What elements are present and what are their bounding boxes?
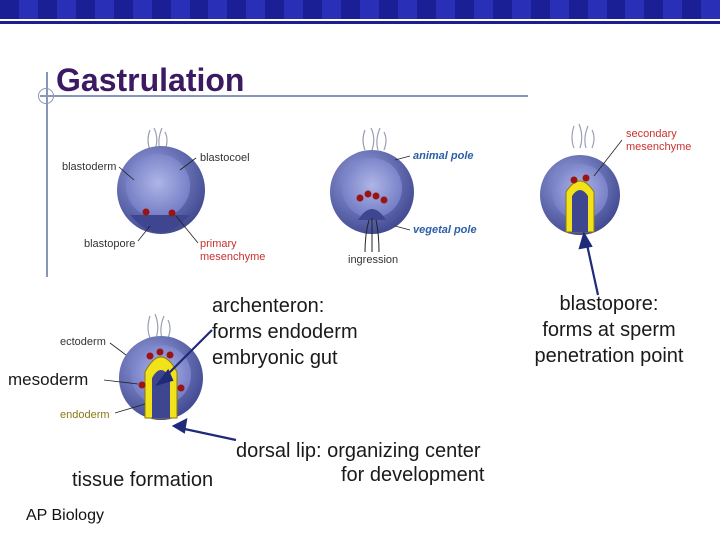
blastocoel-cavity [342, 158, 402, 218]
header-checker-cell [701, 0, 720, 19]
header-stripe [0, 19, 720, 21]
title-rule [40, 95, 528, 97]
header-bar [0, 0, 720, 24]
title-vertical-rule [46, 72, 48, 277]
header-checker-cell [454, 0, 474, 19]
embryo-ingression [330, 127, 414, 253]
blastopore-annotation: blastopore: forms at sperm penetration p… [516, 291, 702, 369]
blastocoel-cavity [126, 154, 190, 218]
label-ectoderm: ectoderm [60, 336, 106, 348]
label-secondary-mesenchyme: secondary mesenchyme [626, 128, 692, 153]
mesenchyme-cell [582, 174, 590, 182]
embryo-gastrula [540, 123, 623, 235]
archenteron-arrow [161, 329, 213, 381]
header-checker-cell [682, 0, 702, 19]
arrowhead-icon [171, 418, 188, 434]
header-checker-cell [37, 0, 57, 19]
header-checker-cell [75, 0, 95, 19]
archenteron-line-2: forms endoderm [212, 321, 358, 343]
ingression-arrow-icon [364, 218, 380, 253]
arrowhead-icon [155, 368, 174, 386]
header-checker-cell [265, 0, 285, 19]
header-checker-cell [435, 0, 455, 19]
blastopore-line-3: penetration point [534, 345, 684, 367]
mesenchyme-cell [380, 196, 388, 204]
header-checker-cell [511, 0, 531, 19]
cilia-icon [362, 127, 387, 151]
label-blastocoel: blastocoel [200, 152, 250, 164]
header-checker-cell [587, 0, 607, 19]
archenteron-line-3: embryonic gut [212, 347, 338, 369]
header-checker-cell [492, 0, 512, 19]
header-checker-cell [18, 0, 38, 19]
mesenchyme-cell [364, 190, 372, 198]
header-checker-cell [663, 0, 683, 19]
header-checker-cell [246, 0, 266, 19]
header-checker-cell [0, 0, 19, 19]
header-checker-cell [170, 0, 190, 19]
cilia-icon [571, 123, 595, 149]
mesoderm-cell [138, 381, 146, 389]
header-checker-cell [132, 0, 152, 19]
header-checker-cell [398, 0, 417, 19]
header-checker-cell [606, 0, 626, 19]
embryo-germ-layers [103, 313, 203, 420]
dorsal-lip-line-2: for development [341, 464, 485, 486]
dorsal-lip-line-1: dorsal lip: organizing center [236, 440, 481, 462]
archenteron-annotation: archenteron: forms endoderm embryonic gu… [212, 293, 358, 371]
header-checker-cell [416, 0, 436, 19]
header-checker-cell [549, 0, 569, 19]
embryo-blastula [117, 127, 205, 244]
header-checker-cell [322, 0, 342, 19]
header-checker-cell [379, 0, 399, 19]
header-checker-cell [341, 0, 361, 19]
tissue-formation-label: tissue formation [72, 469, 214, 491]
blastopore-line-1: blastopore: [559, 293, 659, 315]
label-mesoderm: mesoderm [8, 370, 89, 389]
mesenchyme-cell [356, 194, 364, 202]
header-checker-cell [568, 0, 588, 19]
mesenchyme-cell [372, 192, 380, 200]
header-checker-cell [473, 0, 493, 19]
label-primary-mesenchyme: primary mesenchyme [200, 238, 266, 263]
header-checker-cell [113, 0, 133, 19]
slide-title: Gastrulation [56, 62, 245, 98]
label-blastoderm: blastoderm [62, 161, 117, 173]
header-checker-cell [644, 0, 664, 19]
blastopore-arrow [584, 239, 600, 296]
header-checker-cell [94, 0, 114, 19]
arrowhead-icon [578, 231, 593, 250]
blastopore-line-2: forms at sperm [542, 319, 676, 341]
footer-ap-biology: AP Biology [26, 507, 104, 524]
header-checker-cell [284, 0, 304, 19]
archenteron-line-1: archenteron: [212, 295, 325, 317]
mesoderm-cell [177, 384, 185, 392]
crosshair-icon [38, 88, 54, 104]
mesenchyme-cell [570, 176, 578, 184]
cilia-icon [147, 313, 171, 339]
mesoderm-cell [146, 352, 154, 360]
header-checker-cell [189, 0, 209, 19]
dorsal-lip-arrow [179, 426, 237, 442]
header-checker-cell [151, 0, 171, 19]
annotation-arrows [155, 231, 600, 442]
mesoderm-cell [156, 348, 164, 356]
header-checker-pattern [0, 0, 720, 19]
header-checker-cell [530, 0, 550, 19]
header-checker-cell [625, 0, 645, 19]
label-animal-pole: animal pole [413, 150, 474, 162]
header-checker-cell [208, 0, 228, 19]
label-blastopore: blastopore [84, 238, 136, 250]
mesoderm-cell [166, 351, 174, 359]
header-checker-cell [227, 0, 247, 19]
label-endoderm: endoderm [60, 409, 110, 421]
mesenchyme-cell [168, 209, 176, 217]
header-checker-cell [56, 0, 76, 19]
label-ingression: ingression [348, 254, 399, 266]
mesenchyme-cell [142, 208, 150, 216]
label-vegetal-pole: vegetal pole [413, 224, 477, 236]
header-checker-cell [360, 0, 380, 19]
header-checker-cell [303, 0, 323, 19]
